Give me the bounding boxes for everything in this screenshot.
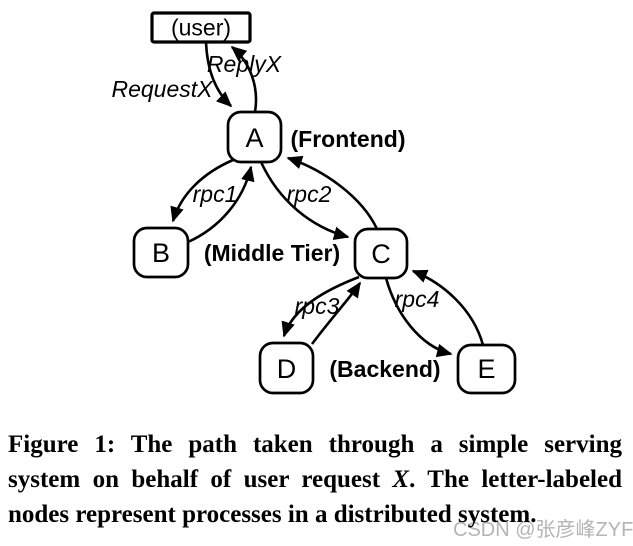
node-user-box bbox=[150, 11, 252, 44]
node-e-box bbox=[456, 343, 517, 395]
node-b-label: B bbox=[152, 238, 170, 268]
node-d-box bbox=[258, 341, 315, 395]
node-d: D bbox=[258, 341, 315, 395]
diagram-edges bbox=[170, 41, 485, 358]
node-user: (user) bbox=[150, 11, 252, 44]
node-a: A bbox=[226, 110, 283, 164]
node-b-box bbox=[132, 226, 190, 279]
tier-label-backend: (Backend) bbox=[329, 356, 440, 382]
caption-line-1: Figure 1: The path taken through a simpl… bbox=[8, 427, 622, 462]
edge-c-to-e-arrow bbox=[384, 277, 453, 358]
edge-b-to-a-arrow bbox=[187, 165, 255, 244]
node-c-label: C bbox=[371, 239, 391, 269]
node-a-box bbox=[226, 110, 283, 164]
node-e: E bbox=[456, 343, 517, 395]
edge-a-to-b-arrow bbox=[170, 158, 234, 223]
caption-line-2-post: . The letter-labeled bbox=[409, 466, 622, 493]
tier-label-frontend: (Frontend) bbox=[291, 126, 406, 152]
caption-line-2: system on behalf of user request X. The … bbox=[8, 462, 622, 497]
csdn-watermark: CSDN @张彦峰ZYF bbox=[453, 519, 633, 541]
edge-label-rpc1: rpc1 bbox=[193, 181, 238, 207]
tier-label-middle-tier: (Middle Tier) bbox=[204, 240, 340, 266]
node-c-box bbox=[353, 227, 409, 280]
edge-c-to-d-arrow bbox=[281, 275, 360, 338]
node-user-label: (user) bbox=[171, 15, 231, 41]
node-c: C bbox=[353, 227, 409, 280]
node-e-label: E bbox=[477, 354, 495, 384]
edge-labels: RequestX ReplyX rpc1 rpc2 rpc3 rpc4 bbox=[111, 51, 439, 319]
edge-requestx-arrow bbox=[204, 41, 233, 108]
edge-replyx-arrow bbox=[230, 45, 258, 113]
edge-a-to-c-arrow bbox=[259, 161, 350, 240]
edge-d-to-c-arrow bbox=[310, 281, 362, 345]
node-b: B bbox=[132, 226, 190, 279]
figure-caption: Figure 1: The path taken through a simpl… bbox=[8, 427, 622, 532]
serving-system-diagram: (user) A B C D E bbox=[111, 11, 517, 395]
caption-line-3: nodes represent processes in a distribut… bbox=[8, 497, 622, 532]
edge-label-rpc4: rpc4 bbox=[395, 286, 440, 312]
node-a-label: A bbox=[245, 123, 263, 153]
edge-label-requestx: RequestX bbox=[111, 76, 214, 102]
edge-label-rpc2: rpc2 bbox=[287, 181, 332, 207]
edge-c-to-a-arrow bbox=[286, 155, 379, 230]
edge-label-rpc3: rpc3 bbox=[295, 293, 340, 319]
edge-e-to-c-arrow bbox=[411, 269, 485, 346]
node-d-label: D bbox=[277, 354, 297, 384]
caption-line-1-text: Figure 1: The path taken through a simpl… bbox=[8, 431, 622, 458]
caption-line-2-italic-x: X bbox=[392, 466, 410, 493]
edge-label-replyx: ReplyX bbox=[207, 51, 283, 77]
caption-line-2-pre: system on behalf of user request bbox=[8, 466, 381, 493]
caption-line-3-text: nodes represent processes in a distribut… bbox=[8, 501, 537, 528]
diagram-nodes: (user) A B C D E bbox=[132, 11, 517, 395]
tier-labels: (Frontend) (Middle Tier) (Backend) bbox=[204, 126, 441, 382]
